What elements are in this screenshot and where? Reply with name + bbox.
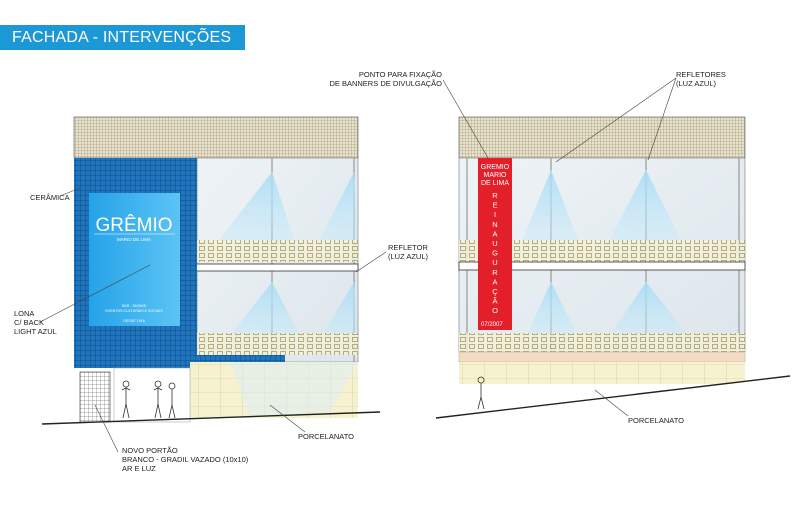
gate-grid xyxy=(79,371,111,423)
banner-letter: O xyxy=(492,306,498,315)
sign-subtitle: MARIO DE LIMA xyxy=(117,237,151,242)
brick-strip xyxy=(197,333,358,355)
banner-letter: R xyxy=(492,268,498,277)
ground-line xyxy=(41,411,381,425)
svg-text:MARIO: MARIO xyxy=(484,172,508,179)
brick-strip xyxy=(197,240,358,262)
banner-date: 07/2007 xyxy=(481,322,503,328)
light-beam xyxy=(205,172,300,258)
person-figure xyxy=(477,376,485,410)
light-beam xyxy=(310,172,358,258)
roof-parapet xyxy=(73,116,359,159)
banner-letter: R xyxy=(492,191,498,200)
label-porcelanato-right: PORCELANATO xyxy=(628,416,684,425)
banner-letter: Ã xyxy=(492,297,497,306)
sign-title: GRÊMIO xyxy=(95,214,172,236)
label-refletores: REFLETORES(LUZ AZUL) xyxy=(676,70,726,88)
backlit-sign xyxy=(89,193,180,326)
label-refletor: REFLETOR(LUZ AZUL) xyxy=(388,243,429,261)
red-banner xyxy=(478,158,512,330)
people-figures xyxy=(121,380,176,419)
svg-text:DE LIMA: DE LIMA xyxy=(481,180,509,187)
page-title: FACHADA - INTERVENÇÕES xyxy=(0,25,245,50)
sign-line: EVENTOS CULTURAIS E SOCIAIS xyxy=(105,309,163,313)
brick-strip xyxy=(459,240,745,262)
brick-strip xyxy=(459,333,745,352)
floor-slab xyxy=(184,263,359,272)
banner-letter: A xyxy=(492,277,497,286)
banner-letter: I xyxy=(494,210,496,219)
floor-slab xyxy=(458,261,746,271)
label-porcelanato-left: PORCELANATO xyxy=(298,432,354,441)
banner-letter: E xyxy=(492,201,497,210)
banner-letter: U xyxy=(492,258,497,267)
ground-line xyxy=(435,375,791,419)
light-beam xyxy=(515,170,585,258)
leader-lines xyxy=(39,77,677,453)
porcelain-tiles xyxy=(459,362,745,384)
banner-letter: Ç xyxy=(492,287,498,296)
left-building: GRÊMIO MARIO DE LIMA BAR - SHOWS EVENTOS… xyxy=(41,116,381,425)
banner-letter: N xyxy=(492,220,497,229)
sign-line: BAR - SHOWS xyxy=(122,304,147,308)
banner-letter: U xyxy=(492,239,497,248)
label-ceramica: CERÂMICA xyxy=(30,193,70,202)
svg-text:GREMIO: GREMIO xyxy=(481,164,510,171)
sign-line: DESDE 1916 xyxy=(123,319,144,323)
light-beam xyxy=(600,170,690,258)
banner-letter: A xyxy=(492,229,497,238)
roof-parapet xyxy=(458,116,746,159)
banner-letter: G xyxy=(492,249,498,258)
